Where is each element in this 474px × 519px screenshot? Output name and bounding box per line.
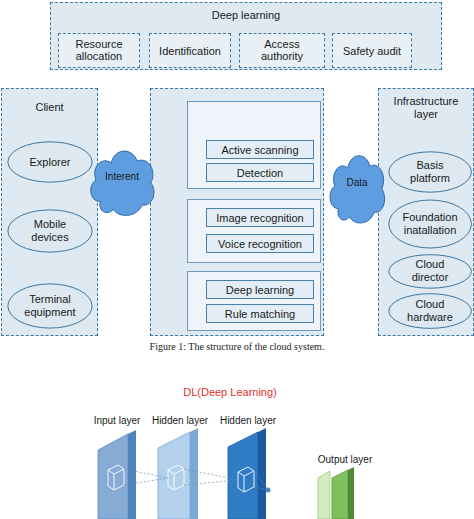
panel-title: Client	[6, 101, 93, 114]
node-label: Rule matching	[225, 307, 295, 320]
client-ellipse: Terminal equipment	[7, 283, 93, 329]
client-ellipse: Explorer	[7, 141, 93, 183]
module-box: Access authority	[239, 33, 325, 68]
node-label: Foundation inatallation	[398, 211, 462, 236]
layer-label: Hidden layer	[152, 415, 208, 426]
node-label: Voice recognition	[218, 237, 302, 250]
service-group: Deep learningRule matching	[187, 271, 321, 331]
node-label: Identification	[159, 44, 221, 57]
service-panel: Active scanningDetectionImage recognitio…	[150, 88, 324, 336]
module-box: Resource allocation	[58, 33, 140, 68]
function-box: Rule matching	[206, 304, 314, 323]
node-label: Deep learning	[226, 283, 295, 296]
function-box: Image recognition	[206, 208, 314, 227]
output-layer-slab	[318, 467, 354, 519]
node-label: Detection	[237, 166, 283, 179]
node-label: Safety audit	[343, 44, 401, 57]
node-label: Active scanning	[221, 143, 298, 156]
infrastructure-ellipse: Cloud director	[388, 254, 472, 289]
infrastructure-ellipse: Cloud hardware	[388, 293, 472, 329]
module-box: Safety audit	[332, 33, 412, 68]
node-label: Image recognition	[216, 211, 303, 224]
layer-panel: Basis platformFoundation inatallationClo…	[378, 88, 474, 336]
function-box: Detection	[206, 163, 314, 182]
node-label: Basis platform	[398, 159, 462, 184]
function-box: Active scanning	[206, 140, 314, 159]
node-label: Cloud hardware	[398, 298, 462, 323]
node-label: Interent	[105, 171, 139, 183]
neuron-dot	[266, 488, 271, 493]
node-label: Explorer	[30, 156, 71, 169]
service-group: Image recognitionVoice recognition	[187, 199, 321, 263]
figure-caption: Figure 1: The structure of the cloud sys…	[150, 341, 325, 352]
node-label: Terminal equipment	[17, 293, 82, 318]
figure-title: DL(Deep Learning)	[183, 386, 277, 398]
client-ellipse: Mobile devices	[7, 209, 93, 253]
panel-title: Infrastructure layer	[383, 95, 469, 120]
layer-label: Output layer	[318, 454, 372, 465]
function-box: Voice recognition	[206, 234, 314, 253]
module-box: Identification	[149, 33, 231, 68]
data-cloud: Data	[326, 142, 388, 232]
infrastructure-ellipse: Foundation inatallation	[388, 199, 472, 249]
input-layer-slab	[98, 430, 136, 519]
layer-label: Input layer	[94, 415, 141, 426]
layer-panel: ExplorerMobile devicesTerminal equipment…	[1, 88, 98, 336]
infrastructure-ellipse: Basis platform	[388, 151, 472, 193]
node-label: Resource allocation	[61, 38, 137, 63]
node-label: Access authority	[242, 38, 322, 63]
node-label: Mobile devices	[17, 218, 82, 243]
layer-label: Hidden layer	[220, 415, 276, 426]
connection-lines	[124, 469, 268, 490]
network-cloud: Interent	[86, 138, 158, 224]
function-box: Deep learning	[206, 280, 314, 299]
panel-title: Deep learning	[55, 9, 437, 22]
node-label: Data	[346, 177, 367, 189]
node-label: Cloud director	[398, 258, 462, 283]
service-group: Active scanningDetection	[187, 101, 321, 189]
hidden-layer-slab	[158, 428, 198, 519]
hidden-layer-slab	[228, 428, 266, 519]
group-panel: Resource allocation Identification Access …	[50, 2, 442, 70]
